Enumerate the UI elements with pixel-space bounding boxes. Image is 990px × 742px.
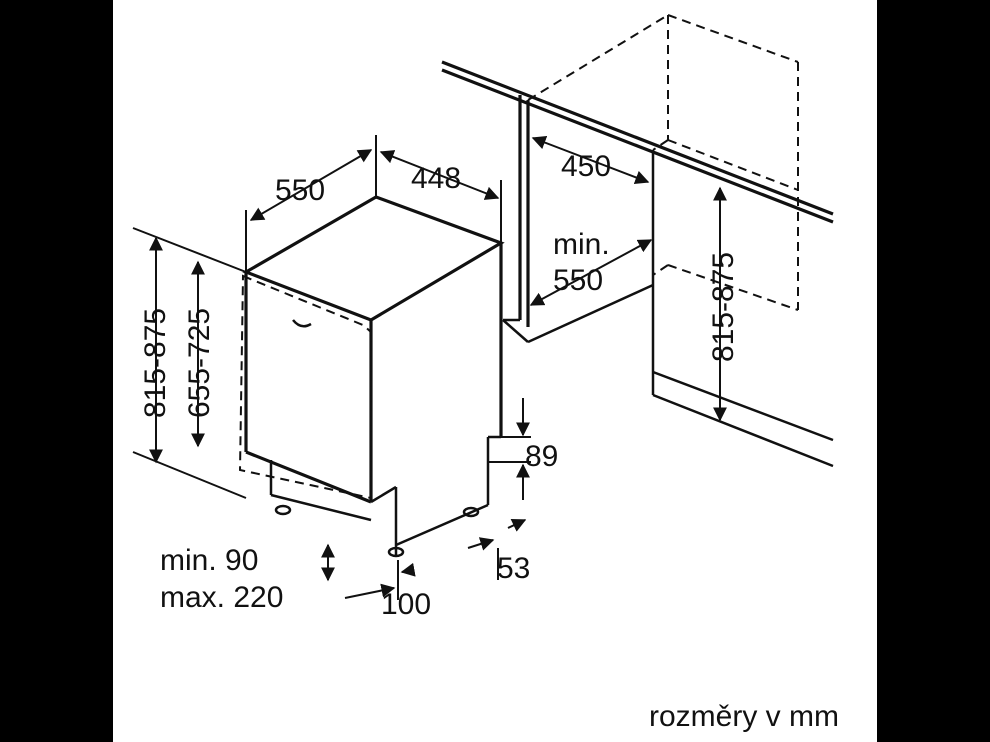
units-caption: rozměry v mm	[649, 700, 839, 733]
niche-depth-min-label: min.	[553, 228, 610, 261]
niche-height-label: 815-875	[707, 252, 740, 362]
niche-width-label: 450	[561, 150, 611, 183]
unit-height-label: 815-875	[139, 308, 172, 418]
foot-depth-label: 53	[497, 552, 530, 585]
dishwasher-dimension-diagram: 550 448 450 min. 550 815-875 815-875 655…	[132, 14, 834, 621]
plinth-max-label: max. 220	[160, 581, 283, 614]
door-height-label: 655-725	[183, 308, 216, 418]
depth-top-label: 550	[275, 174, 325, 207]
dishwasher-body	[238, 195, 505, 558]
foot-offset-label: 100	[381, 588, 431, 621]
width-top-label: 448	[411, 162, 461, 195]
dimension-drawing-canvas: 550 448 450 min. 550 815-875 815-875 655…	[113, 0, 877, 742]
dimension-labels: 550 448 450 min. 550 815-875 815-875 655…	[139, 150, 740, 621]
niche-drawing	[441, 14, 834, 468]
plinth-height-label: 89	[525, 440, 558, 473]
niche-depth-value-label: 550	[553, 264, 603, 297]
dimension-lines	[132, 135, 727, 600]
plinth-min-label: min. 90	[160, 544, 258, 577]
